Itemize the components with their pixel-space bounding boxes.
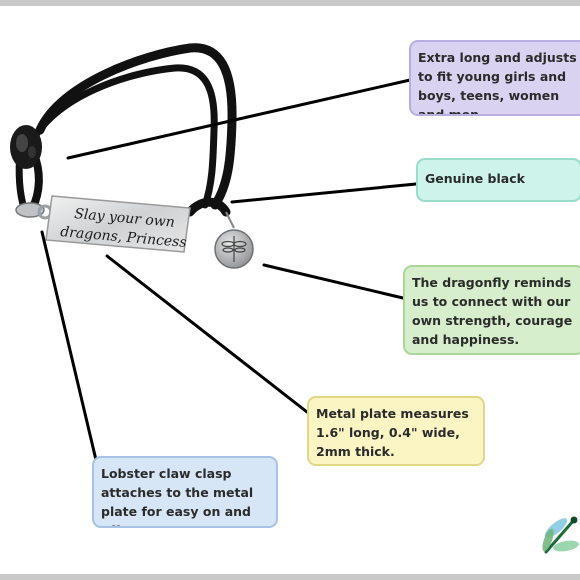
bottom-frame-bar <box>0 574 580 580</box>
leather-cord-end <box>185 197 231 217</box>
callout-metal-plate: Metal plate measures 1.6" long, 0.4" wid… <box>307 396 485 466</box>
callout-dragonfly: The dragonfly reminds us to connect with… <box>403 265 580 355</box>
leader-lines <box>40 78 418 462</box>
metal-plate: Slay your own dragons, Princess <box>45 195 191 253</box>
lobster-clasp <box>15 202 53 220</box>
leather-cord <box>15 43 237 216</box>
dragonfly-decoration-icon <box>542 516 579 554</box>
dragonfly-charm <box>214 211 254 269</box>
callout-leather: Genuine black leather <box>416 158 580 202</box>
dragonfly-icon <box>221 236 247 262</box>
top-frame-bar <box>0 0 580 6</box>
leather-knot <box>10 125 42 169</box>
callout-length: Extra long and adjusts to fit young girl… <box>409 40 580 116</box>
callout-lobster-clasp: Lobster claw clasp attaches to the metal… <box>92 456 278 528</box>
